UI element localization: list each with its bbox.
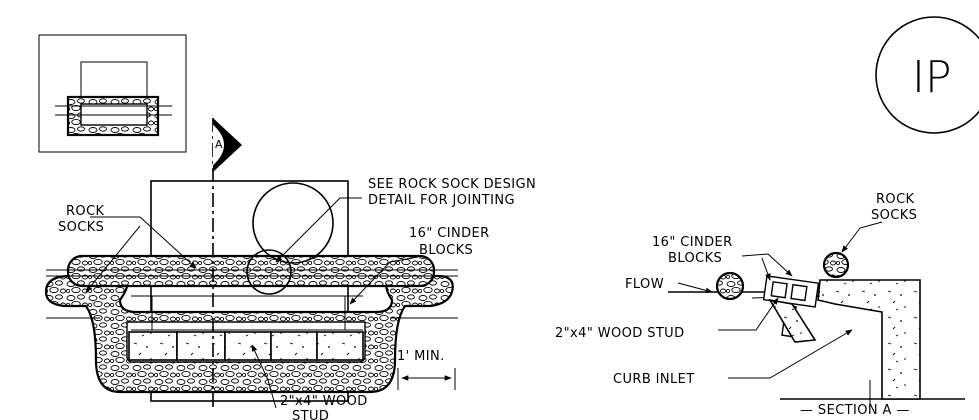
plan-label-see-detail-2: DETAIL FOR JOINTING xyxy=(368,193,515,208)
plan-label-cinder-2: BLOCKS xyxy=(419,243,473,258)
plan-label-cinder-1: 16" CINDER xyxy=(409,226,490,241)
key-map-inset xyxy=(38,34,187,153)
section-label-rock: ROCK xyxy=(876,192,915,207)
section-label-flow: FLOW xyxy=(625,277,664,292)
plan-label-rock: ROCK xyxy=(66,204,105,219)
section-cinder-block xyxy=(762,275,820,308)
ip-badge: IP xyxy=(875,16,979,134)
plan-view: A xyxy=(44,118,458,410)
plan-label-wood-stud-1: 2"x4" WOOD xyxy=(280,394,368,409)
section-label-socks: SOCKS xyxy=(871,208,917,223)
section-view xyxy=(668,221,965,404)
section-label-cinder-2: BLOCKS xyxy=(668,251,722,266)
section-rock-sock-top xyxy=(822,251,850,279)
badge-text: IP xyxy=(912,52,952,103)
plan-label-socks: SOCKS xyxy=(58,220,104,235)
curb-inlet-wall xyxy=(817,279,921,400)
top-rock-sock xyxy=(66,254,436,288)
plan-label-min: 1' MIN. xyxy=(397,349,445,364)
section-label-curb-inlet: CURB INLET xyxy=(613,372,695,387)
section-label-wood-stud: 2"x4" WOOD STUD xyxy=(555,326,685,341)
section-rock-sock-left xyxy=(715,271,745,301)
plan-label-see-detail-1: SEE ROCK SOCK DESIGN xyxy=(368,177,536,192)
section-label-title: — SECTION A — xyxy=(800,403,910,418)
cinder-block-row xyxy=(128,331,364,361)
section-marker-label: A xyxy=(215,138,223,151)
plan-label-wood-stud-2: STUD xyxy=(292,409,329,420)
section-label-cinder-1: 16" CINDER xyxy=(652,235,733,250)
